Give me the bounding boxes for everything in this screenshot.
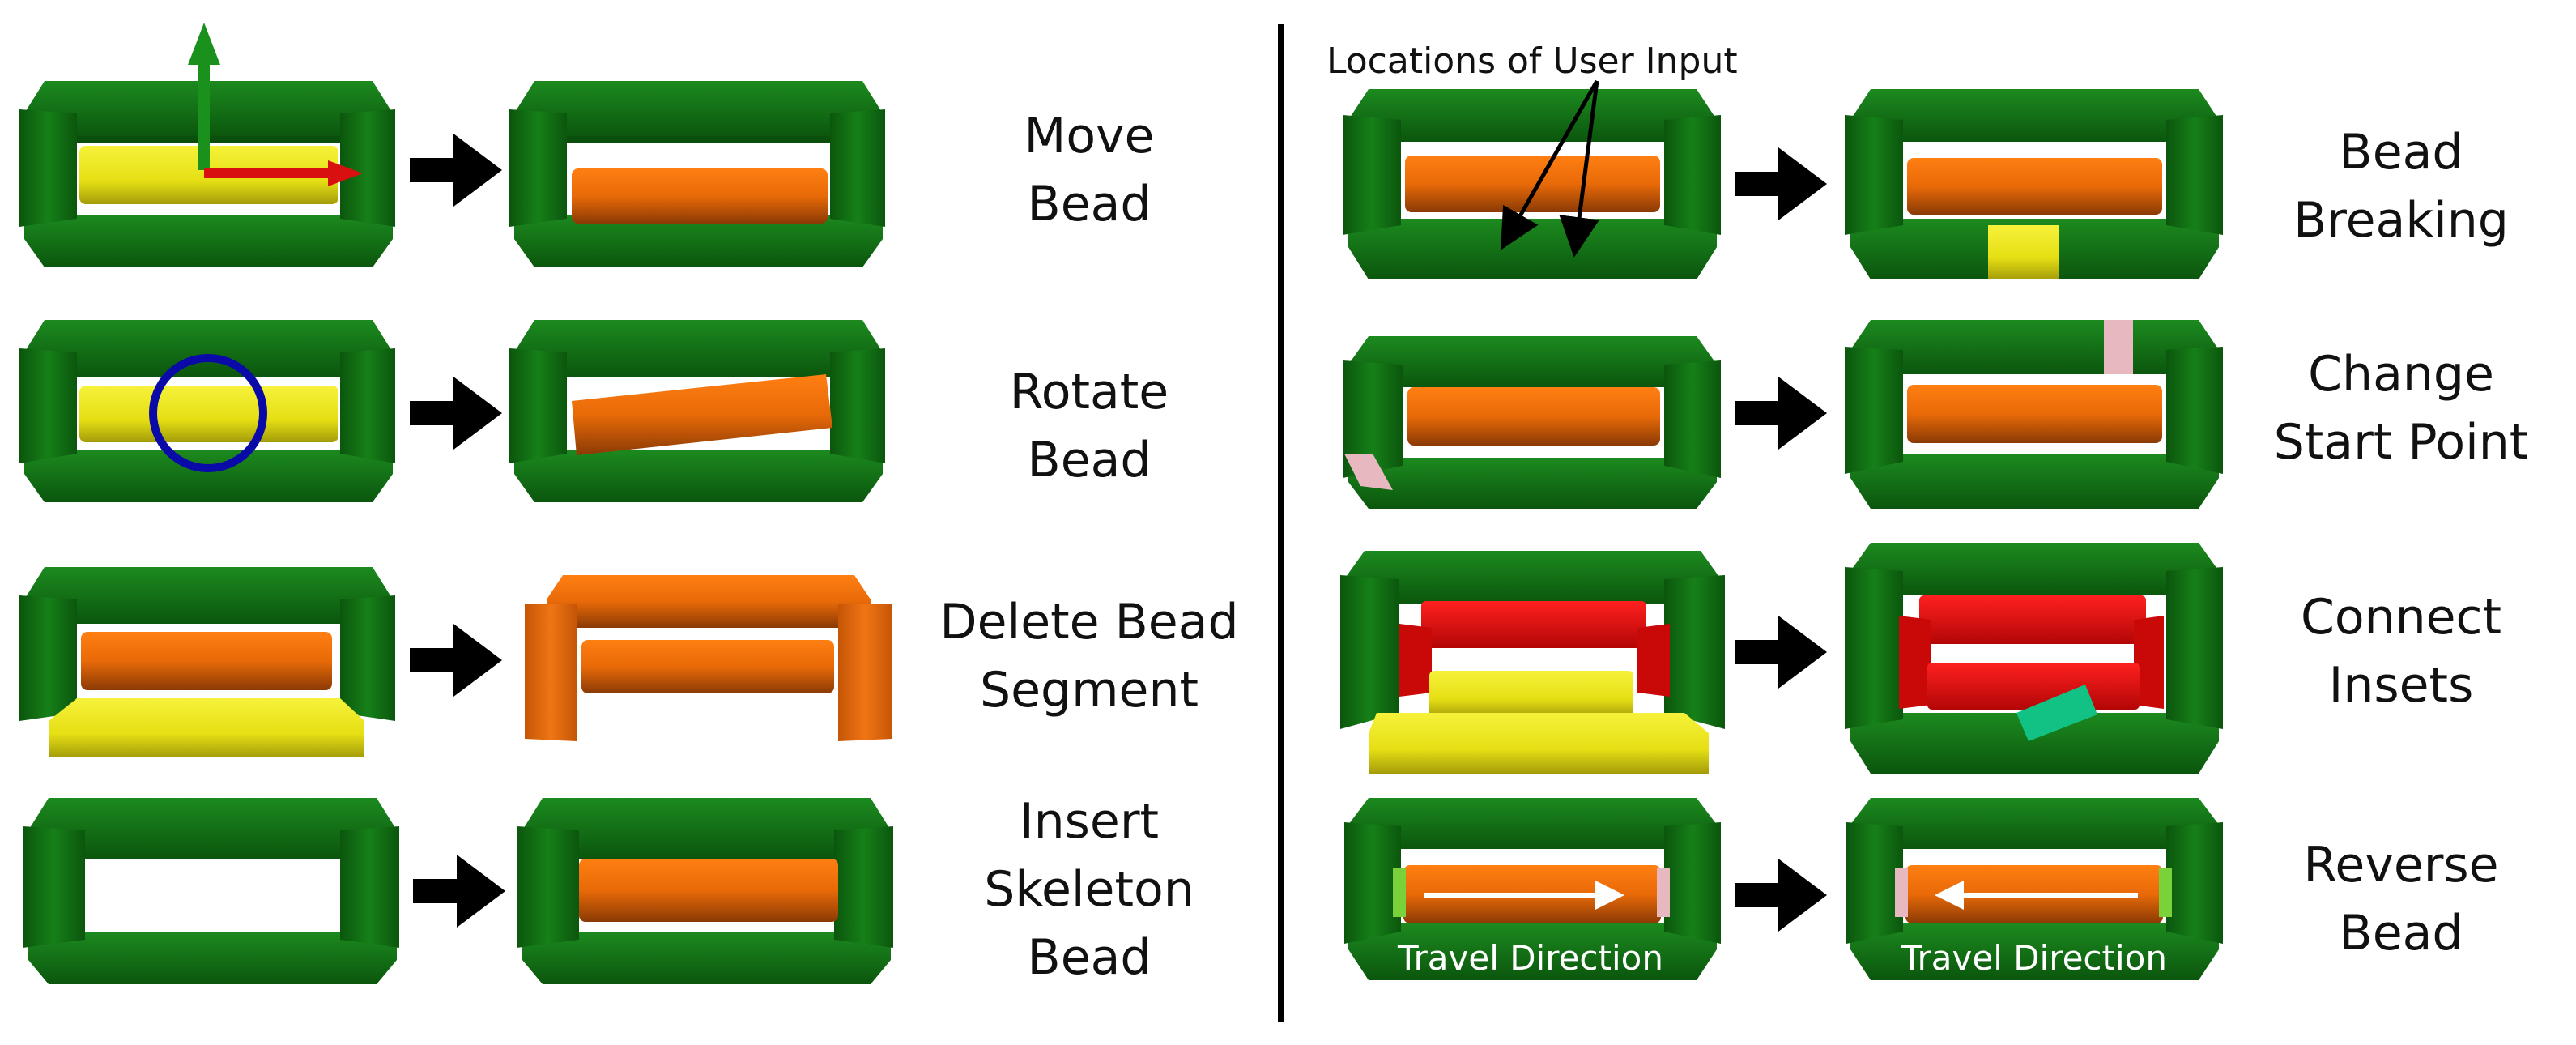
arrow-right-icon bbox=[413, 855, 505, 928]
frame-insert-after bbox=[517, 798, 893, 984]
arrow-right-icon bbox=[1735, 147, 1827, 220]
bead-yellow bbox=[79, 386, 338, 442]
frame-breaking-before bbox=[1343, 89, 1721, 279]
frame-reverse-before bbox=[1344, 798, 1721, 980]
bead-orange-rotated bbox=[572, 374, 832, 455]
frame-connect-before bbox=[1340, 551, 1725, 729]
inset-yellow-inner bbox=[1429, 671, 1633, 718]
inset-yellow-outer bbox=[1369, 713, 1709, 774]
frame-start-before bbox=[1343, 336, 1721, 509]
bead-end-cap bbox=[2159, 868, 2172, 917]
arrow-right-icon bbox=[1735, 859, 1827, 932]
frame-rotate-before bbox=[19, 320, 395, 502]
travel-direction-label: Travel Direction bbox=[1398, 938, 1663, 978]
start-point-marker bbox=[2104, 320, 2133, 374]
frame-delete-before bbox=[19, 567, 395, 721]
bead-start-cap bbox=[1393, 868, 1406, 917]
bead-orange bbox=[572, 168, 828, 224]
frame-connect-after bbox=[1845, 543, 2223, 774]
bead-orange bbox=[1407, 387, 1660, 446]
bead-end-cap bbox=[1657, 868, 1670, 917]
rotate-gizmo-icon bbox=[149, 354, 267, 472]
arrow-right-icon bbox=[410, 377, 502, 450]
inset-red bbox=[1399, 601, 1670, 697]
frame-move-after bbox=[509, 81, 885, 267]
arrow-right-icon bbox=[1735, 377, 1827, 450]
bead-orange-skeleton bbox=[579, 859, 838, 922]
bead-orange bbox=[1907, 158, 2162, 215]
connector-bead-teal bbox=[2016, 685, 2097, 741]
bead-orange bbox=[1405, 156, 1660, 212]
move-gizmo-icon bbox=[188, 23, 363, 186]
bead-orange bbox=[81, 632, 332, 690]
bead-orange bbox=[1907, 385, 2162, 443]
user-input-arrows bbox=[1501, 79, 1599, 258]
start-point-marker bbox=[1344, 454, 1393, 490]
frame-insert-before bbox=[23, 798, 399, 984]
travel-direction-label: Travel Direction bbox=[1901, 938, 2167, 978]
arrow-right-icon bbox=[410, 134, 502, 207]
bead-yellow-segment bbox=[49, 698, 364, 757]
arrow-right-icon bbox=[1735, 616, 1827, 689]
frame-rotate-after bbox=[509, 320, 885, 502]
user-input-annotation: Locations of User Input bbox=[1326, 41, 1738, 82]
broken-segment-yellow bbox=[1988, 225, 2059, 279]
arrow-right-icon bbox=[410, 624, 502, 697]
frame-reverse-after bbox=[1846, 798, 2223, 980]
bead-start-cap bbox=[1895, 868, 1908, 917]
connected-insets-red bbox=[1899, 595, 2164, 710]
bead-orange-remaining bbox=[525, 575, 892, 741]
